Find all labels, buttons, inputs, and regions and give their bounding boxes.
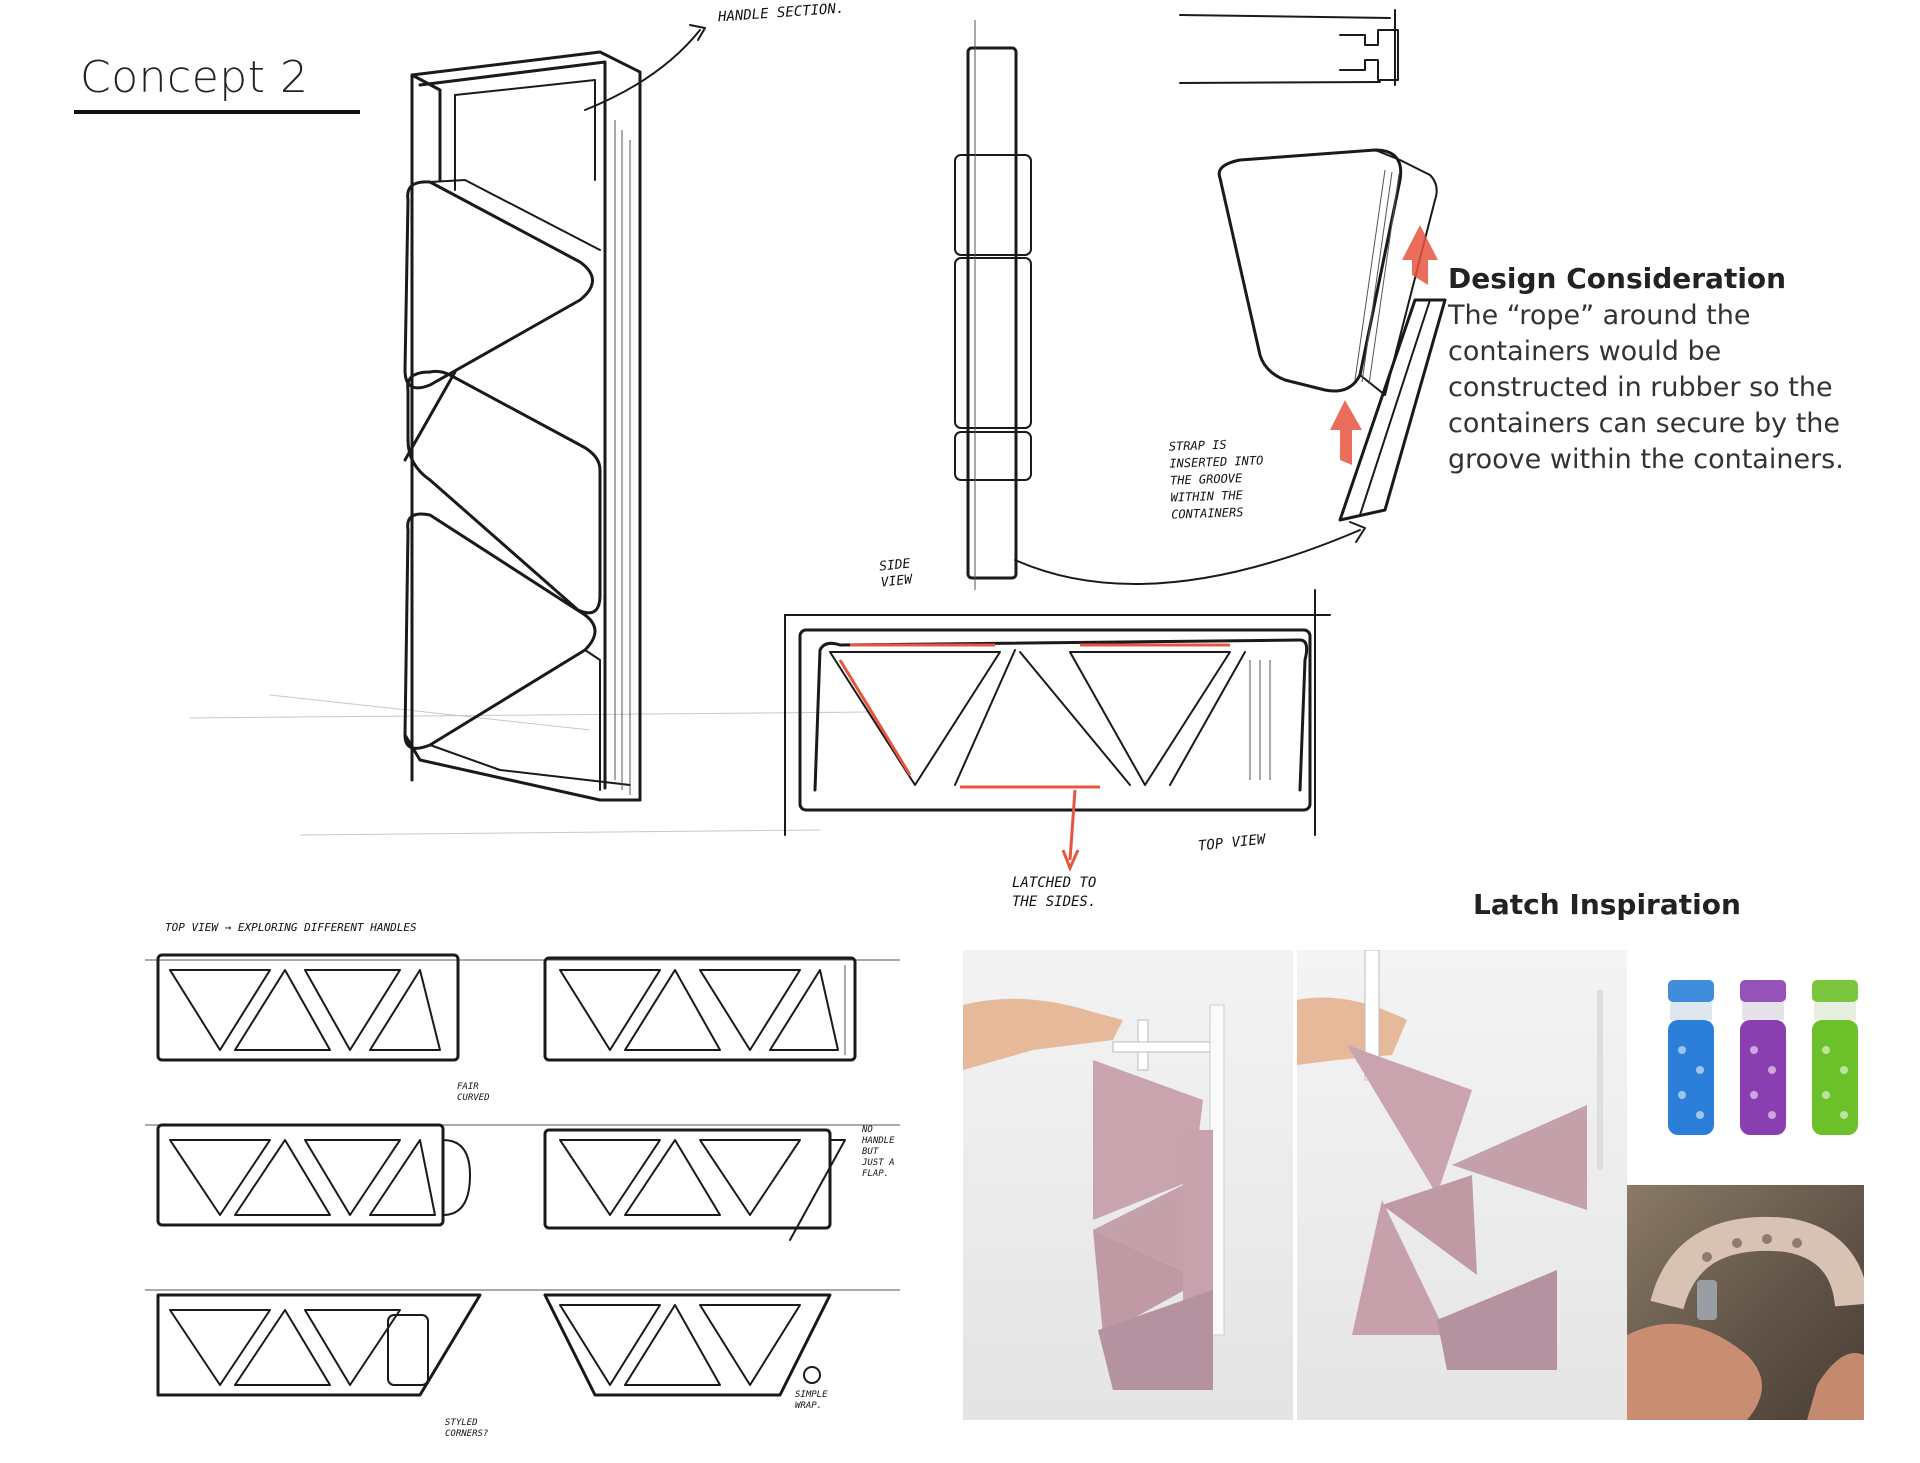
bottles-photo [1660,980,1875,1160]
hand-icon [963,998,1123,1070]
simple-wrap-label: SIMPLE WRAP. [795,1390,828,1411]
design-consideration-body: The “rope” around the containers would b… [1448,300,1844,475]
strap-note-label: STRAP IS INSERTED INTO THE GROOVE WITHIN… [1168,437,1264,522]
watch-band-photo [1627,1185,1864,1420]
red-arrow-icon [1330,400,1362,465]
page-title: Concept 2 [80,52,309,103]
watch-band-icon [1650,1216,1864,1310]
latched-label: LATCHED TO THE SIDES. [1012,875,1097,910]
pod-strap-sketch [1217,148,1447,522]
side-view-label: SIDE VIEW [878,556,913,591]
prototype-photo-open [1297,950,1627,1420]
bottle-icon [1740,980,1786,1135]
red-arrow-icon [1402,225,1438,285]
bottle-icon [1668,980,1714,1135]
side-view-sketch [954,20,1032,590]
latch-inspiration-heading: Latch Inspiration [1473,888,1741,921]
design-consideration-heading: Design Consideration [1448,262,1787,295]
perspective-sketch [189,24,871,836]
fair-curved-label: FAIR CURVED [457,1082,490,1103]
curve-arrow-icon [1014,529,1361,585]
top-view-sketch [784,589,1331,872]
styled-corners-label: STYLED CORNERS? [445,1418,489,1439]
title-underline [74,110,360,114]
no-handle-label: NO HANDLE BUT JUST A FLAP. [862,1125,895,1179]
hand-icon [1297,997,1407,1065]
bottle-icon [1812,980,1858,1135]
top-view-explore-label: TOP VIEW → EXPLORING DIFFERENT HANDLES [165,921,417,934]
handle-exploration-sketches [145,953,900,1397]
joint-detail-sketch [1179,9,1399,86]
prototype-photo-closed [963,950,1293,1420]
